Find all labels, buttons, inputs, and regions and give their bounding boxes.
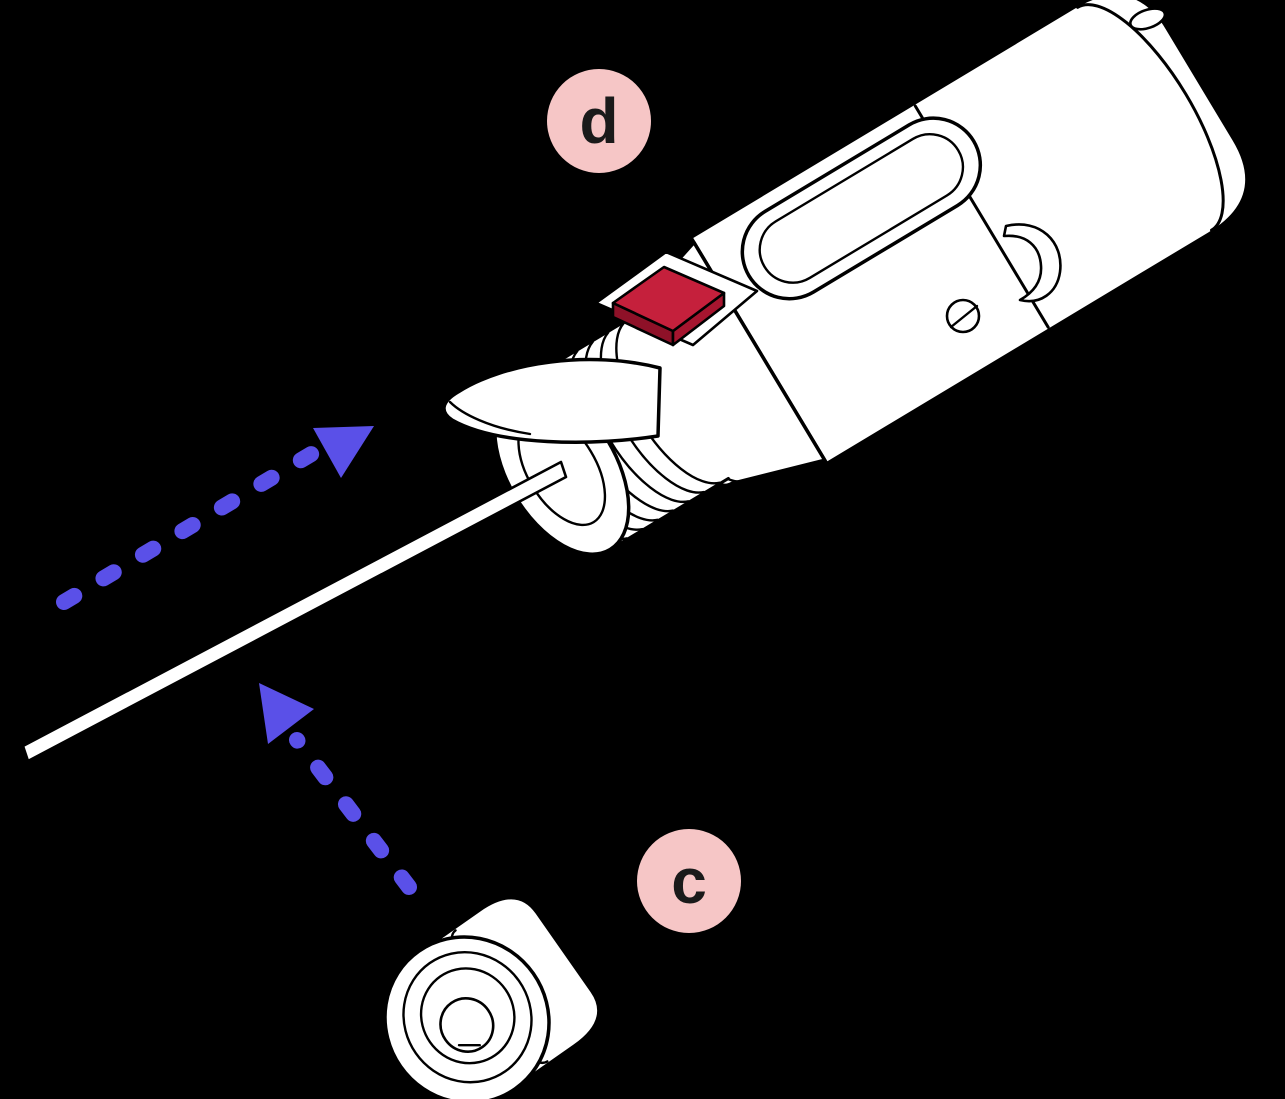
label-d-letter: d	[579, 85, 618, 157]
end-notch	[1129, 7, 1167, 31]
arrow-to-rod-head	[259, 683, 314, 744]
clip-hook	[1002, 223, 1062, 303]
plunger-rod	[21, 460, 568, 763]
label-c-letter: c	[671, 845, 707, 917]
clip-assembly	[945, 223, 1062, 334]
button-top-face	[611, 265, 726, 333]
cap-face-ring-2	[419, 967, 516, 1065]
label-d-circle	[547, 69, 651, 173]
cap-face-ring-1	[402, 950, 533, 1084]
label-c: c	[637, 829, 741, 933]
label-d: d	[547, 69, 651, 173]
cap	[383, 895, 601, 1099]
cap-hole	[439, 997, 495, 1053]
end-cap-seam	[1076, 3, 1225, 232]
slot-outer	[740, 116, 983, 301]
cap-hole-mark	[457, 1043, 481, 1047]
device-shell	[689, 0, 1249, 466]
arrow-to-rod-shaft	[289, 732, 417, 895]
screw-slot	[949, 304, 979, 329]
wing-tab	[442, 357, 662, 444]
arrow-to-device	[56, 426, 374, 610]
arrow-to-device-shaft	[56, 442, 326, 610]
label-c-circle	[637, 829, 741, 933]
release-button	[594, 250, 759, 347]
arrow-to-rod	[259, 683, 417, 895]
slot-inner	[758, 133, 965, 284]
wing-tab-edge	[448, 400, 532, 436]
arrow-to-device-head	[313, 426, 374, 478]
